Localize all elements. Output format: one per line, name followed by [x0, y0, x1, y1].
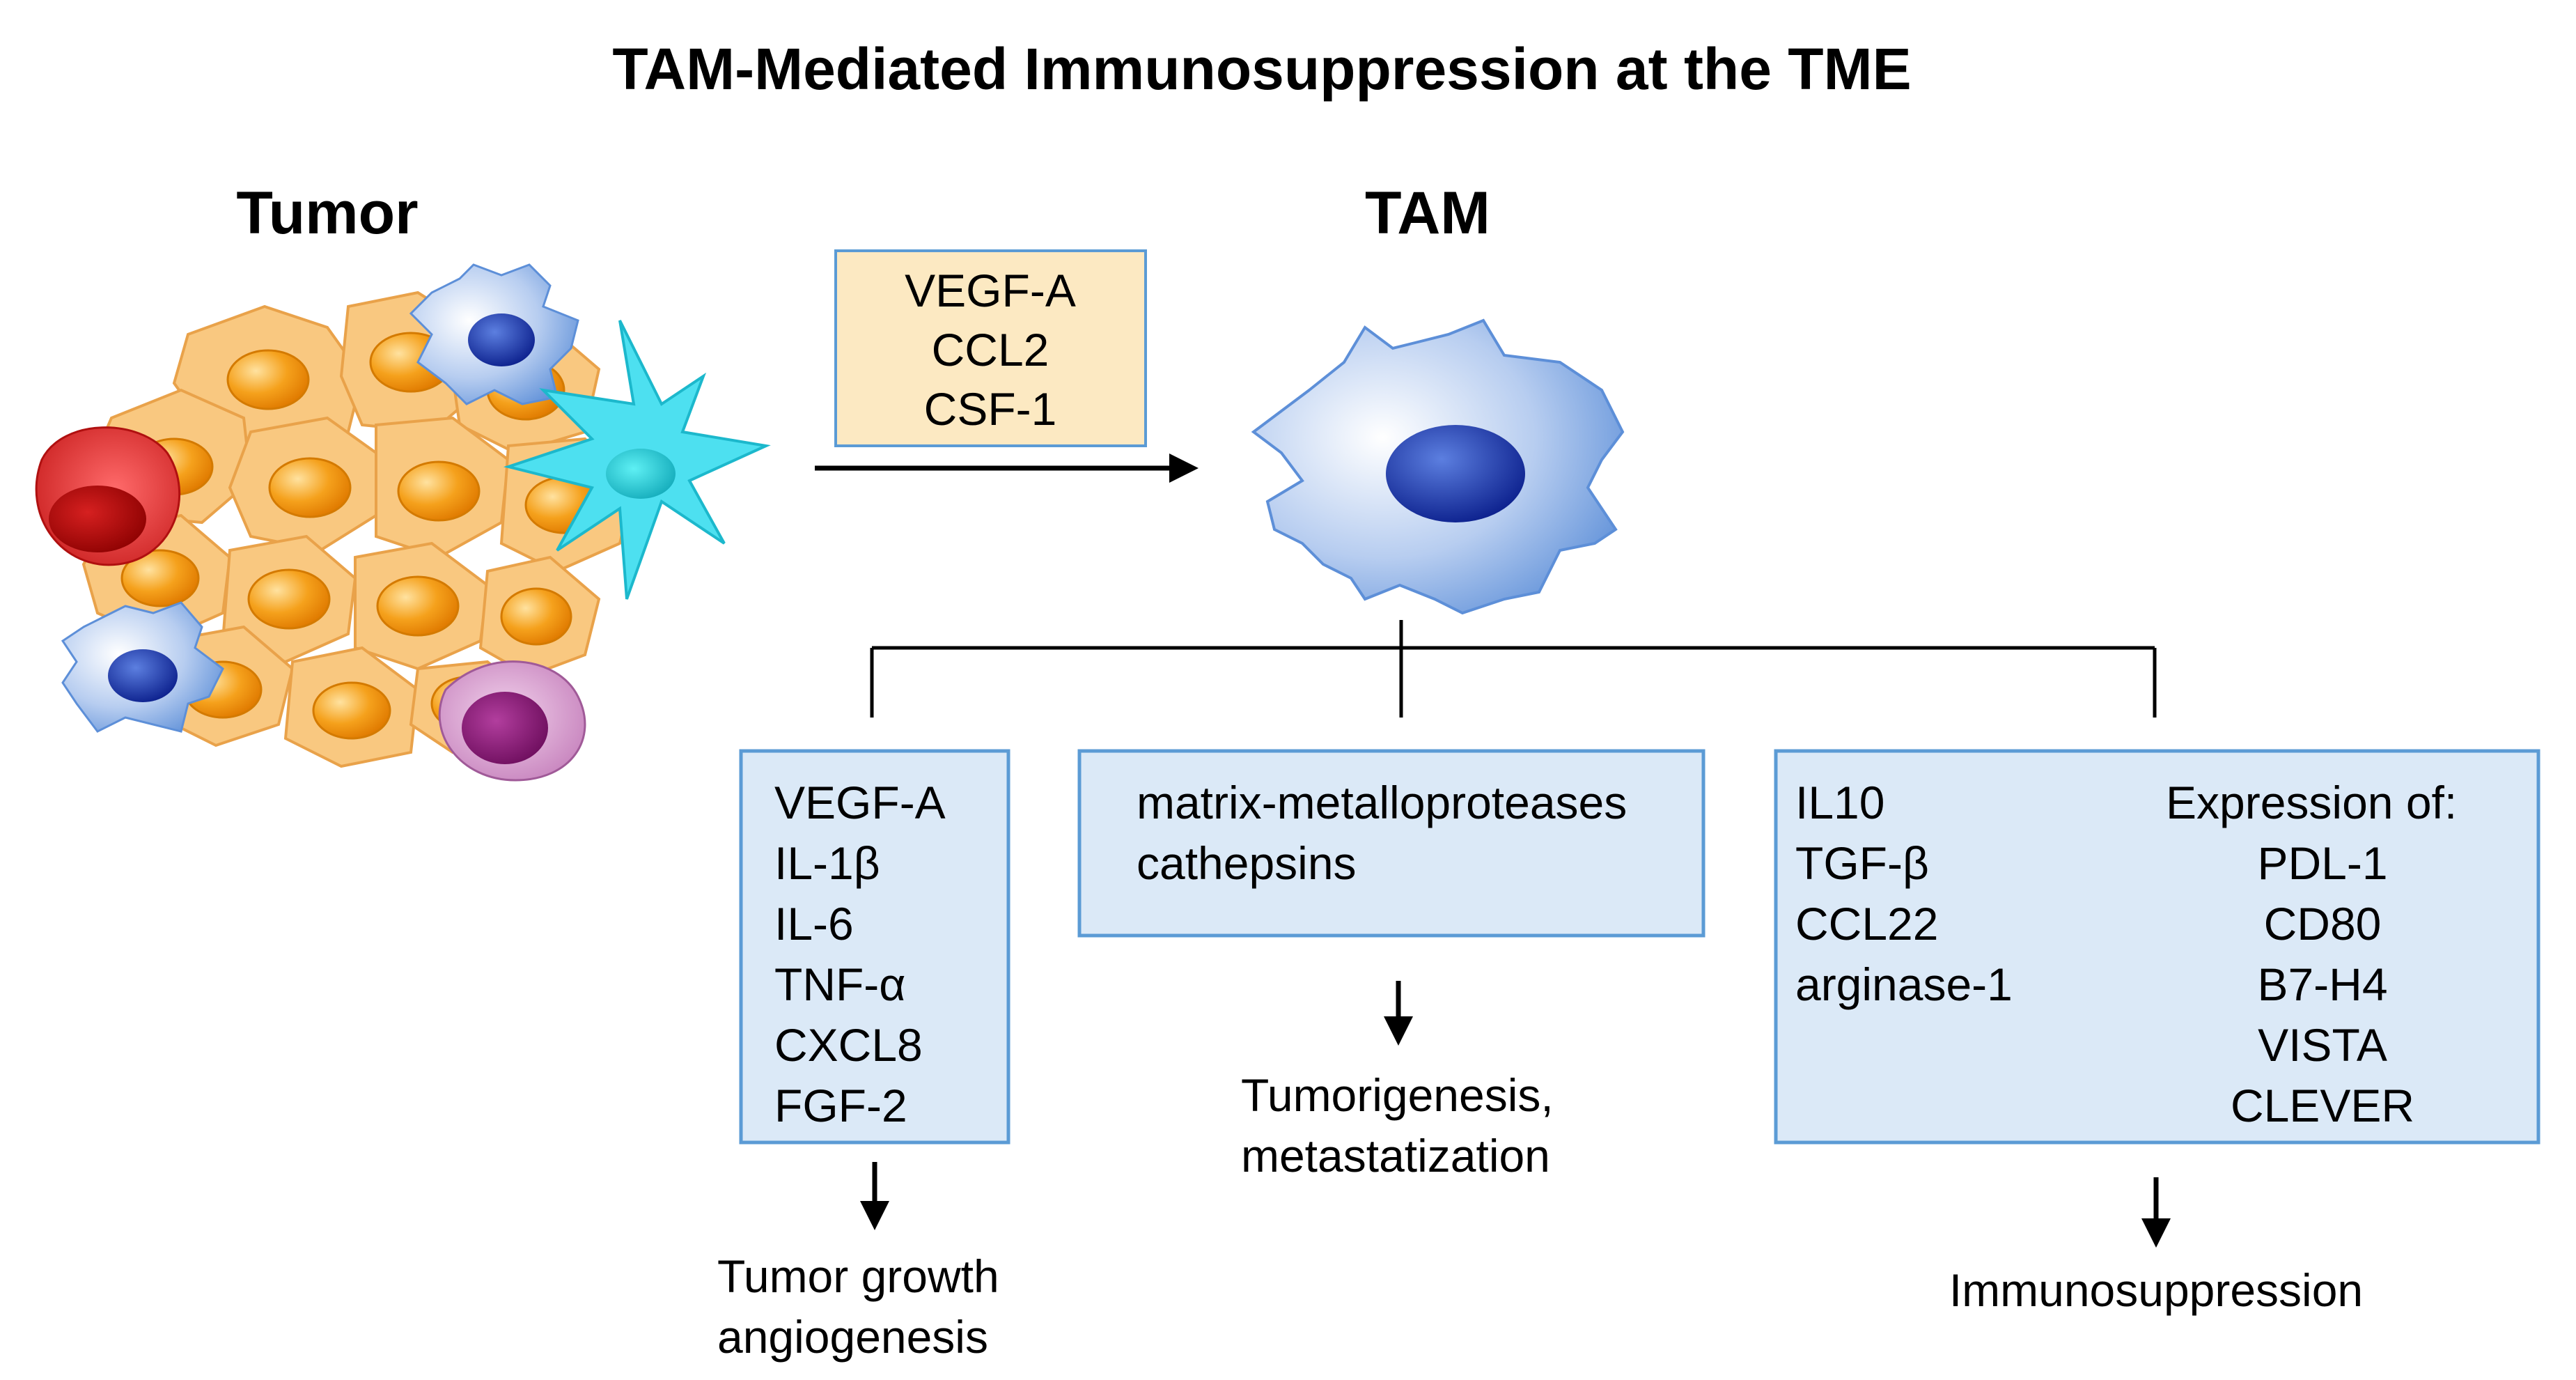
factor-item: IL-1β [774, 837, 880, 889]
left-outcome-line: Tumor growth [717, 1250, 999, 1302]
checkpoint-item: PDL-1 [2257, 837, 2387, 889]
suppressive-factor-item: CCL22 [1795, 898, 1938, 949]
suppressive-factor-item: IL10 [1795, 777, 1884, 828]
small-macrophage-top [409, 263, 579, 405]
protease-item: cathepsins [1137, 837, 1357, 889]
protease-box [1077, 749, 1705, 938]
checkpoint-item: B7-H4 [2257, 959, 2387, 1010]
middle-outcome-line: Tumorigenesis, [1241, 1069, 1554, 1121]
branch-connector [870, 620, 2157, 718]
checkpoint-item: CD80 [2264, 898, 2382, 949]
factor-item: IL-6 [774, 898, 854, 949]
dendritic-cell [503, 320, 771, 600]
tumor-factor-item: CCL2 [932, 324, 1049, 375]
diagram-title: TAM-Mediated Immunosuppression at the TM… [612, 36, 1911, 102]
protease-item: matrix-metalloproteases [1137, 777, 1627, 828]
tumor-factor-item: VEGF-A [905, 265, 1076, 316]
checkpoint-item: CLEVER [2231, 1080, 2414, 1131]
right-outcome-line: Immunosuppression [1949, 1264, 2363, 1316]
factor-item: CXCL8 [774, 1019, 923, 1071]
suppressive-factor-item: arginase-1 [1795, 959, 2013, 1010]
tam-label: TAM [1365, 180, 1490, 247]
factor-item: TNF-α [774, 959, 905, 1010]
immunosuppression-box [1774, 749, 2540, 1145]
tam-macrophage [1251, 318, 1625, 615]
red-immune-cell [35, 426, 181, 566]
suppressive-factor-item: TGF-β [1795, 837, 1929, 889]
checkpoint-item: VISTA [2258, 1019, 2387, 1071]
expression-header: Expression of: [2166, 777, 2457, 828]
pro-tumor-factors-box [739, 749, 1010, 1145]
left-outcome-line: angiogenesis [717, 1311, 988, 1363]
purple-immune-cell [438, 660, 586, 782]
tumor-factor-item: CSF-1 [924, 383, 1057, 435]
middle-outcome-line: metastatization [1241, 1130, 1550, 1181]
tumor-label: Tumor [236, 180, 418, 247]
small-macrophage-bottom [61, 601, 224, 733]
factor-item: VEGF-A [774, 777, 946, 828]
tumor-cluster-illustration [35, 263, 771, 782]
tumor-factors-box [834, 249, 1147, 447]
factor-item: FGF-2 [774, 1080, 907, 1131]
